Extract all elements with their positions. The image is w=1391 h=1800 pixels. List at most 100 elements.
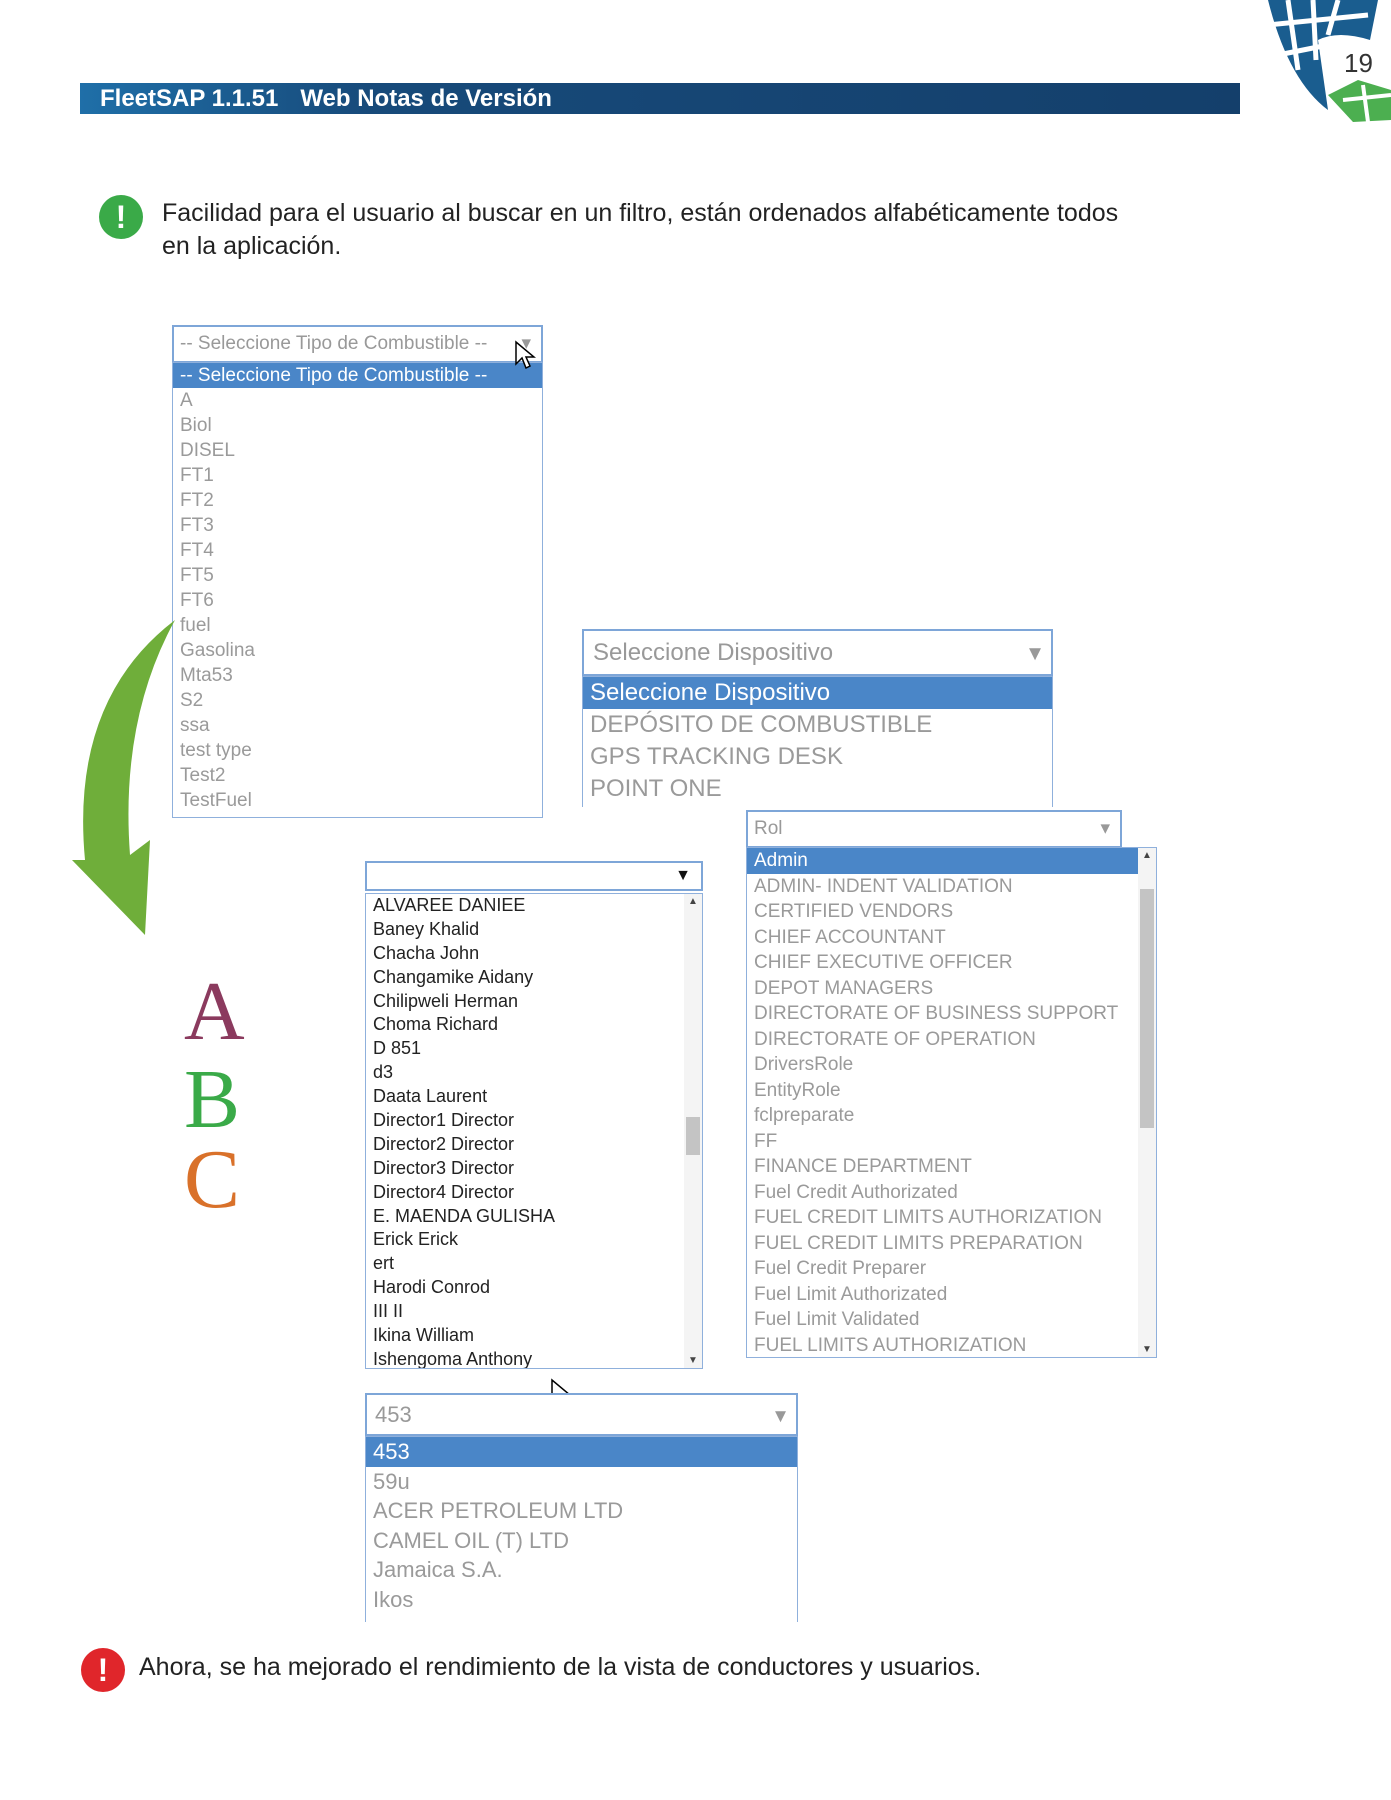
dropdown-option[interactable]: CHIEF ACCOUNTANT	[754, 926, 946, 948]
dropdown-option[interactable]: DISEL	[180, 440, 235, 461]
chevron-down-icon: ▾	[774, 1402, 786, 1427]
scrollbar[interactable]: ▲▼	[1138, 848, 1156, 1357]
dropdown-option[interactable]: Director3 Director	[373, 1157, 515, 1178]
dropdown-option[interactable]: CAMEL OIL (T) LTD	[373, 1527, 569, 1553]
dropdown-option[interactable]: Fuel Credit Authorizated	[754, 1181, 958, 1203]
dropdown-option[interactable]: E. MAENDA GULISHA	[373, 1205, 556, 1226]
dropdown-option[interactable]: d3	[373, 1062, 394, 1083]
dropdown-option[interactable]: GPS TRACKING DESK	[590, 743, 843, 770]
dropdown-option[interactable]: FT4	[180, 540, 214, 561]
dropdown-option[interactable]: DEPOT MANAGERS	[754, 977, 934, 999]
chevron-down-icon: ▾	[1100, 818, 1110, 839]
dropdown-option[interactable]: ert	[373, 1253, 395, 1274]
dropdown-option[interactable]: Director2 Director	[373, 1133, 515, 1154]
scrollbar[interactable]: ▲▼	[684, 894, 702, 1368]
note-text: Facilidad para el usuario al buscar en u…	[162, 199, 1119, 260]
dropdown-option[interactable]: ACER PETROLEUM LTD	[373, 1498, 624, 1523]
note-text: Ahora, se ha mejorado el rendimiento de …	[139, 1653, 982, 1681]
fuel-type-select[interactable]: -- Seleccione Tipo de Combustible -- ▾	[172, 325, 543, 363]
dropdown-option[interactable]: DriversRole	[754, 1054, 854, 1075]
mouse-cursor-icon	[515, 340, 536, 370]
dropdown-option[interactable]: Chilipweli Herman	[373, 990, 519, 1011]
scroll-up-arrow-icon[interactable]: ▲	[1142, 850, 1152, 861]
supplier-select[interactable]: 453▾	[365, 1393, 798, 1436]
dropdown-option[interactable]: Daata Laurent	[373, 1086, 488, 1107]
dropdown-option[interactable]: Admin	[747, 848, 1138, 874]
dropdown-option[interactable]: Director4 Director	[373, 1181, 515, 1202]
dropdown-option[interactable]: Director1 Director	[373, 1110, 515, 1131]
dropdown-option[interactable]: EntityRole	[754, 1079, 841, 1101]
dropdown-option[interactable]: FT2	[180, 490, 214, 511]
dropdown-option[interactable]: 453	[366, 1437, 797, 1467]
dropdown-option[interactable]: FT1	[180, 465, 214, 486]
dropdown-option[interactable]: Test2	[180, 765, 226, 786]
dropdown-option[interactable]: -- Seleccione Tipo de Combustible --	[173, 363, 542, 388]
dropdown-option[interactable]: ALVAREE DANIEE	[373, 895, 526, 915]
dropdown-option[interactable]: FUEL CREDIT LIMITS AUTHORIZATION	[754, 1207, 1103, 1228]
dropdown-option[interactable]: Changamike Aidany	[373, 966, 534, 987]
letter-a: A	[184, 965, 245, 1058]
person-select[interactable]: ▼	[365, 861, 703, 891]
dropdown-option[interactable]: Gasolina	[180, 640, 255, 661]
dropdown-option[interactable]: Ikos	[373, 1586, 414, 1612]
dropdown-option[interactable]: FUEL CREDIT LIMITS PREPARATION	[754, 1232, 1083, 1254]
curved-arrow-icon	[72, 620, 175, 935]
chevron-down-icon: ▼	[675, 867, 691, 884]
dropdown-option[interactable]: Ishengoma Anthony	[373, 1348, 533, 1369]
exclamation-icon: !	[99, 195, 143, 239]
dropdown-option[interactable]: Harodi Conrod	[373, 1277, 491, 1298]
dropdown-option[interactable]: POINT ONE	[590, 775, 722, 802]
dropdown-option[interactable]: Jamaica S.A.	[373, 1557, 503, 1582]
fuel-type-value: -- Seleccione Tipo de Combustible --	[180, 333, 488, 354]
dropdown-option[interactable]: Erick Erick	[373, 1229, 458, 1250]
dropdown-option[interactable]: CERTIFIED VENDORS	[754, 901, 954, 922]
dropdown-option[interactable]: D 851	[373, 1038, 422, 1059]
chevron-down-icon: ▾	[521, 333, 531, 354]
dropdown-option[interactable]: Fuel Limit Authorizated	[754, 1283, 948, 1305]
dropdown-option[interactable]: fclpreparate	[754, 1105, 855, 1126]
scroll-down-arrow-icon[interactable]: ▼	[1142, 1344, 1152, 1355]
dropdown-option[interactable]: FT6	[180, 590, 214, 611]
scrollbar-thumb[interactable]	[686, 1116, 700, 1155]
dropdown-option[interactable]: Ikina William	[373, 1325, 475, 1346]
dropdown-option[interactable]: Fuel Credit Preparer	[754, 1258, 927, 1279]
role-select[interactable]: Rol▾	[746, 810, 1122, 848]
letter-c: C	[184, 1133, 241, 1226]
dropdown-option[interactable]: DIRECTORATE OF OPERATION	[754, 1028, 1036, 1050]
scroll-up-arrow-icon[interactable]: ▲	[688, 896, 698, 907]
dropdown-option[interactable]: ADMIN- INDENT VALIDATION	[754, 875, 1013, 897]
dropdown-option[interactable]: Baney Khalid	[373, 918, 480, 939]
dropdown-option[interactable]: test type	[180, 740, 252, 761]
dropdown-option[interactable]: Chacha John	[373, 942, 480, 963]
dropdown-option[interactable]: FUEL LIMITS AUTHORIZATION	[754, 1334, 1027, 1356]
letter-b: B	[184, 1053, 241, 1146]
dropdown-option[interactable]: Seleccione Dispositivo	[583, 677, 1052, 709]
dropdown-option[interactable]: ssa	[180, 715, 210, 736]
dropdown-option[interactable]: FT3	[180, 515, 214, 536]
dropdown-option[interactable]: FF	[754, 1130, 778, 1152]
dropdown-option[interactable]: fuel	[180, 615, 211, 636]
dropdown-option[interactable]: Biol	[180, 415, 212, 436]
dropdown-option[interactable]: TestFuel	[180, 790, 252, 811]
dropdown-option[interactable]: Mta53	[180, 665, 233, 686]
device-select[interactable]: Seleccione Dispositivo▾	[582, 629, 1053, 676]
dropdown-option[interactable]: S2	[180, 690, 204, 711]
fuel-type-list[interactable]: -- Seleccione Tipo de Combustible --A Bio…	[172, 362, 543, 818]
scroll-down-arrow-icon[interactable]: ▼	[688, 1355, 698, 1366]
dropdown-option[interactable]: DEPÓSITO DE COMBUSTIBLE	[590, 711, 933, 738]
dropdown-option[interactable]: CHIEF EXECUTIVE OFFICER	[754, 952, 1013, 973]
dropdown-option[interactable]: 59u	[373, 1468, 410, 1494]
dropdown-option[interactable]: A	[180, 390, 193, 411]
dropdown-option[interactable]: FT5	[180, 565, 214, 586]
dropdown-option[interactable]: Fuel Limit Validated	[754, 1309, 920, 1330]
dropdown-option[interactable]: FINANCE DEPARTMENT	[754, 1156, 972, 1177]
dropdown-option[interactable]: III II	[373, 1301, 404, 1322]
dropdown-option[interactable]: Choma Richard	[373, 1014, 499, 1035]
scrollbar-thumb[interactable]	[1140, 888, 1154, 1128]
dropdown-option[interactable]: DIRECTORATE OF BUSINESS SUPPORT	[754, 1003, 1119, 1024]
